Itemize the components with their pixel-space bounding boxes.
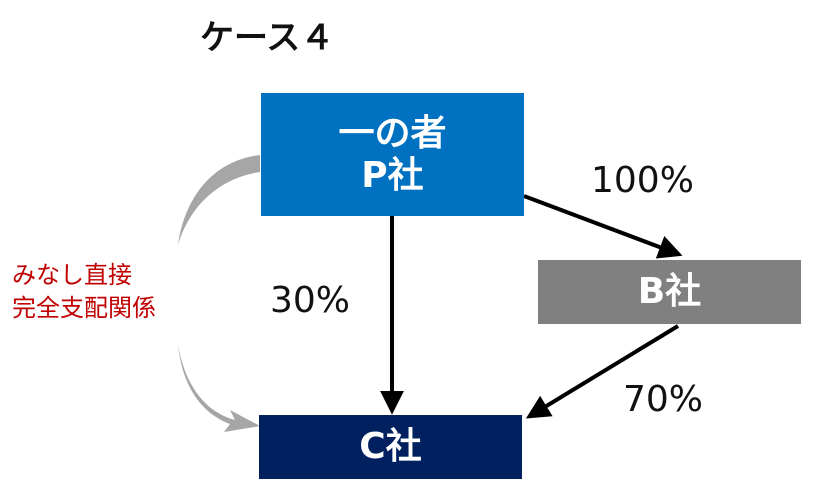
node-b-company: B社	[538, 260, 801, 324]
node-b-label: B社	[637, 271, 702, 313]
edge-label-b-c: 70%	[623, 379, 704, 420]
node-c-label: C社	[359, 426, 422, 468]
node-c-company: C社	[259, 415, 522, 479]
node-p-line2: P社	[361, 154, 424, 196]
deemed-relationship-line1: みなし直接	[12, 261, 132, 289]
curved-arrow-upper	[178, 155, 260, 245]
edge-label-p-b: 100%	[591, 160, 694, 201]
deemed-relationship-label: みなし直接 完全支配関係	[12, 259, 156, 325]
node-p-line1: 一の者	[338, 113, 447, 155]
edge-label-p-c: 30%	[270, 280, 351, 321]
node-p-company: 一の者 P社	[261, 93, 524, 216]
deemed-relationship-line2: 完全支配関係	[12, 294, 156, 322]
diagram-title: ケース４	[200, 18, 335, 58]
edge-p-to-b	[523, 194, 683, 259]
curved-arrow-lower	[178, 345, 260, 432]
edge-b-to-c	[525, 324, 680, 419]
